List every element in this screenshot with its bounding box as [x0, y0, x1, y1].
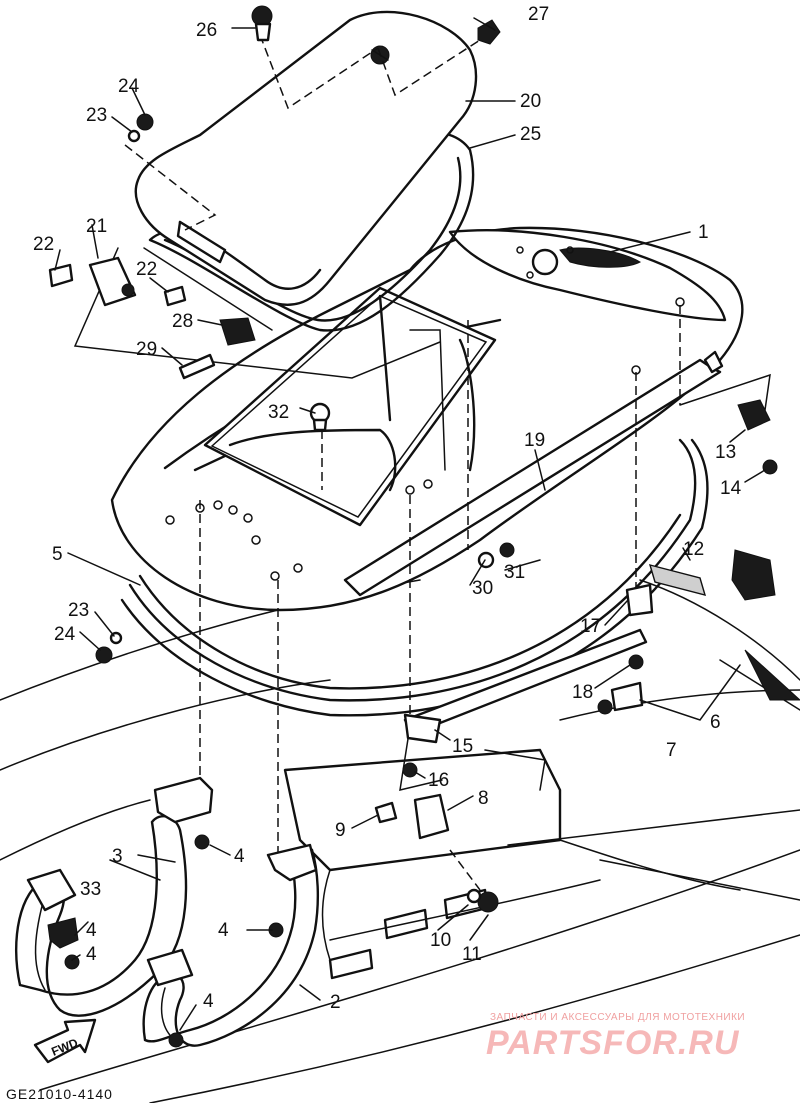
callout-27: 27 [528, 4, 549, 25]
hood-cover-1 [110, 226, 744, 612]
callout-23-b: 23 [68, 600, 89, 621]
callout-2: 2 [330, 992, 341, 1013]
callout-25: 25 [520, 124, 541, 145]
callout-29: 29 [136, 339, 157, 360]
callout-31: 31 [504, 562, 525, 583]
callout-24-a: 24 [118, 76, 140, 97]
callout-4-a: 4 [234, 846, 245, 867]
watermark-logo: PARTSFOR.RU [486, 1024, 740, 1062]
callout-8: 8 [478, 788, 489, 809]
callout-30: 30 [472, 578, 493, 599]
callout-16: 16 [428, 770, 449, 791]
hull-deck-lines [0, 579, 800, 1103]
callout-26: 26 [196, 20, 217, 41]
hardware-parts [26, 5, 778, 1048]
callout-14: 14 [720, 478, 742, 499]
callout-15: 15 [452, 736, 473, 757]
callout-20: 20 [520, 91, 541, 112]
callout-32: 32 [268, 402, 289, 423]
callout-33: 33 [80, 879, 101, 900]
callout-4-c: 4 [218, 920, 229, 941]
callout-7: 7 [666, 740, 677, 761]
callout-22-b: 22 [136, 259, 157, 280]
callout-10: 10 [430, 930, 451, 951]
forward-arrow: FWD [33, 1018, 97, 1064]
mounting-holes [165, 246, 685, 581]
diagram-code: GE21010-4140 [6, 1086, 113, 1102]
watermark-tagline: ЗАПЧАСТИ И АКСЕССУАРЫ ДЛЯ МОТОТЕХНИКИ [490, 1012, 746, 1023]
callout-13: 13 [715, 442, 736, 463]
callout-28: 28 [172, 311, 193, 332]
callout-12: 12 [683, 539, 704, 560]
callout-24-b: 24 [54, 624, 76, 645]
callout-1: 1 [698, 222, 709, 243]
callout-23-a: 23 [86, 105, 107, 126]
leader-lines [54, 17, 766, 1031]
storage-compartment [283, 748, 741, 980]
callout-18: 18 [572, 682, 593, 703]
callout-4-e: 4 [86, 944, 97, 965]
callout-4-b: 4 [86, 920, 97, 941]
callout-21: 21 [86, 216, 107, 237]
lid-20 [134, 10, 478, 307]
callout-11: 11 [462, 944, 482, 965]
callout-4-d: 4 [203, 991, 214, 1012]
callout-3: 3 [112, 846, 123, 867]
callout-17: 17 [580, 616, 601, 637]
callout-19: 19 [524, 430, 545, 451]
callout-22-a: 22 [33, 234, 54, 255]
callout-labels: 1 2 3 4 4 4 4 4 5 6 7 8 9 10 11 12 13 14… [33, 4, 742, 1013]
assembly-lines [73, 34, 771, 891]
callout-9: 9 [335, 820, 346, 841]
callout-6: 6 [710, 712, 721, 733]
callout-5: 5 [52, 544, 63, 565]
